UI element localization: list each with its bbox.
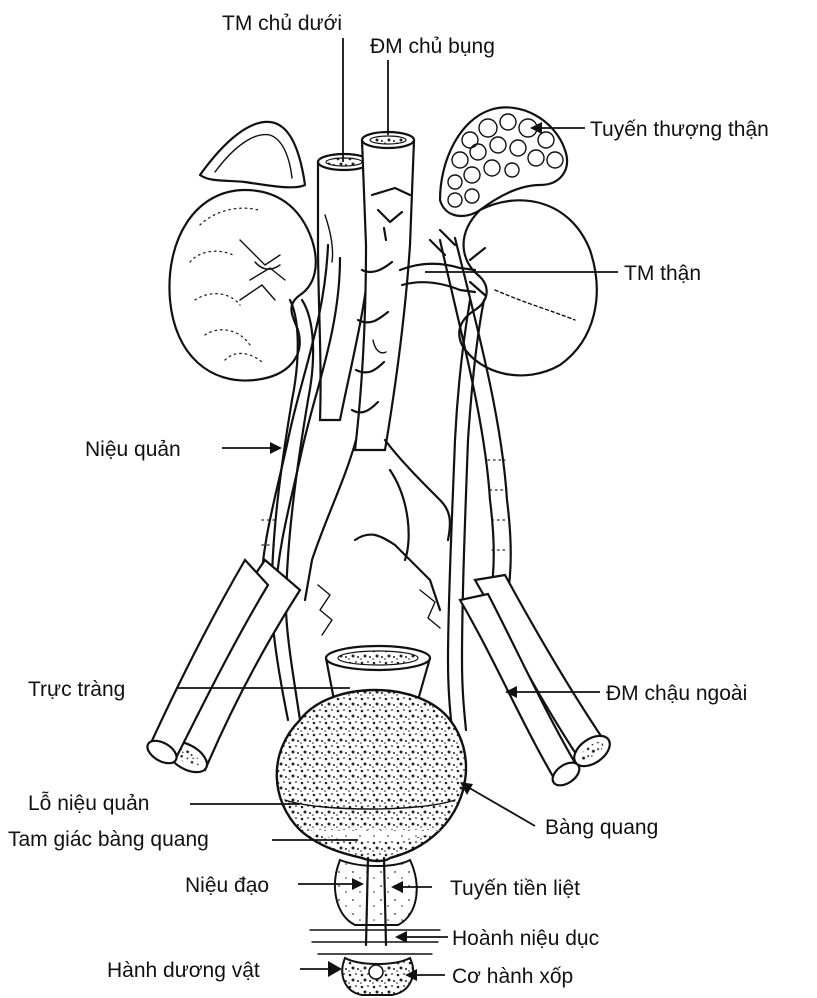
label-urogenital-diaphragm: Hoành niệu dục bbox=[452, 927, 599, 950]
renal-vessels bbox=[400, 230, 486, 296]
iliac-branches bbox=[305, 440, 450, 635]
label-renal-vein: TM thận bbox=[624, 262, 701, 285]
right-external-iliac-artery bbox=[460, 575, 615, 790]
label-urethra: Niệu đạo bbox=[185, 874, 269, 897]
left-adrenal-gland bbox=[200, 122, 305, 187]
left-external-iliac-artery bbox=[144, 560, 300, 778]
left-kidney bbox=[169, 190, 315, 381]
label-adrenal-gland: Tuyến thượng thận bbox=[590, 118, 769, 141]
label-rectum: Trực tràng bbox=[28, 678, 125, 701]
label-penile-bulb: Hành dương vật bbox=[107, 959, 260, 982]
label-external-iliac-artery: ĐM chậu ngoài bbox=[606, 682, 747, 705]
right-ureter bbox=[448, 300, 484, 730]
bladder bbox=[277, 690, 466, 861]
prostate bbox=[335, 858, 417, 945]
label-prostate: Tuyến tiền liệt bbox=[450, 877, 580, 900]
label-ureter: Niệu quản bbox=[85, 438, 181, 461]
label-ureteric-orifice: Lỗ niệu quản bbox=[28, 792, 149, 815]
right-kidney bbox=[459, 200, 597, 375]
label-inferior-vena-cava: TM chủ dưới bbox=[222, 12, 342, 35]
label-abdominal-aorta: ĐM chủ bụng bbox=[370, 35, 495, 58]
right-adrenal-gland bbox=[440, 107, 567, 216]
label-bulbospongiosus: Cơ hành xốp bbox=[452, 965, 573, 988]
urogenital-diaphragm bbox=[310, 930, 440, 954]
penile-bulb bbox=[342, 958, 413, 995]
label-bladder-trigone: Tam giác bàng quang bbox=[8, 828, 209, 851]
label-bladder: Bàng quang bbox=[545, 816, 658, 839]
